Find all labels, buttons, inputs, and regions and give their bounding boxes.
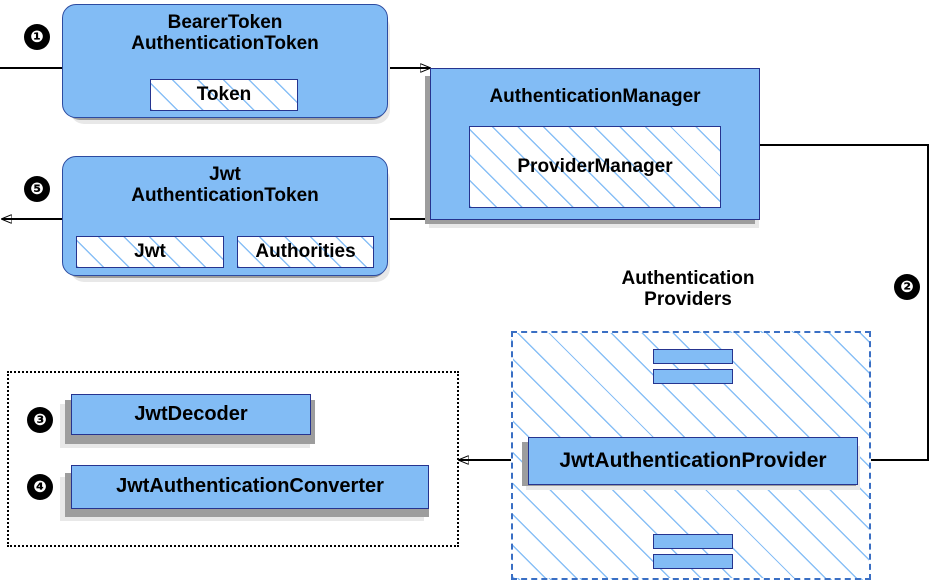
jwt-authentication-provider-label: JwtAuthenticationProvider [559, 448, 827, 472]
bearer-token-title: BearerToken AuthenticationToken [63, 12, 387, 54]
node-jwt-authentication-converter[interactable]: JwtAuthenticationConverter [71, 465, 429, 509]
jwt-token-line2: AuthenticationToken [131, 184, 319, 206]
provider-stub-bottom-2 [653, 554, 733, 569]
node-provider-manager[interactable]: ProviderManager [469, 126, 721, 208]
provider-stub-top-1 [653, 349, 733, 364]
authentication-manager-title: AuthenticationManager [489, 86, 701, 107]
step-marker-4: ❹ [27, 474, 53, 500]
jwt-authentication-converter-label: JwtAuthenticationConverter [116, 475, 384, 498]
step-5-number: ❺ [30, 179, 44, 198]
providers-label-line2: Providers [644, 289, 732, 311]
provider-manager-label: ProviderManager [517, 156, 673, 177]
step-3-number: ❸ [33, 410, 47, 429]
node-token[interactable]: Token [150, 79, 298, 111]
step-marker-5: ❺ [24, 176, 50, 202]
provider-stub-top-2 [653, 369, 733, 384]
node-jwt-authentication-provider[interactable]: JwtAuthenticationProvider [528, 437, 858, 485]
bearer-token-line2: AuthenticationToken [131, 32, 319, 54]
authentication-providers-label: Authentication Providers [563, 268, 813, 311]
node-jwt-authentication-token[interactable]: Jwt AuthenticationToken [62, 156, 388, 276]
bearer-token-line1: BearerToken [167, 12, 283, 33]
provider-stub-bottom-1 [653, 534, 733, 549]
step-4-number: ❹ [33, 477, 47, 496]
authorities-label: Authorities [255, 241, 356, 262]
step-marker-2: ❷ [894, 274, 920, 300]
step-marker-3: ❸ [27, 407, 53, 433]
step-marker-1: ❶ [24, 24, 50, 50]
region-jwt-helpers [7, 371, 459, 547]
step-1-number: ❶ [30, 27, 44, 46]
jwt-authentication-token-title: Jwt AuthenticationToken [63, 164, 387, 206]
step-2-number: ❷ [900, 277, 914, 296]
node-jwt-decoder[interactable]: JwtDecoder [71, 394, 311, 435]
providers-label-line1: Authentication [621, 268, 755, 289]
jwt-label: Jwt [134, 241, 166, 262]
token-label: Token [196, 84, 252, 105]
jwt-decoder-label: JwtDecoder [134, 402, 248, 425]
node-authorities[interactable]: Authorities [237, 236, 374, 268]
jwt-token-line1: Jwt [209, 164, 241, 185]
node-jwt[interactable]: Jwt [76, 236, 224, 268]
